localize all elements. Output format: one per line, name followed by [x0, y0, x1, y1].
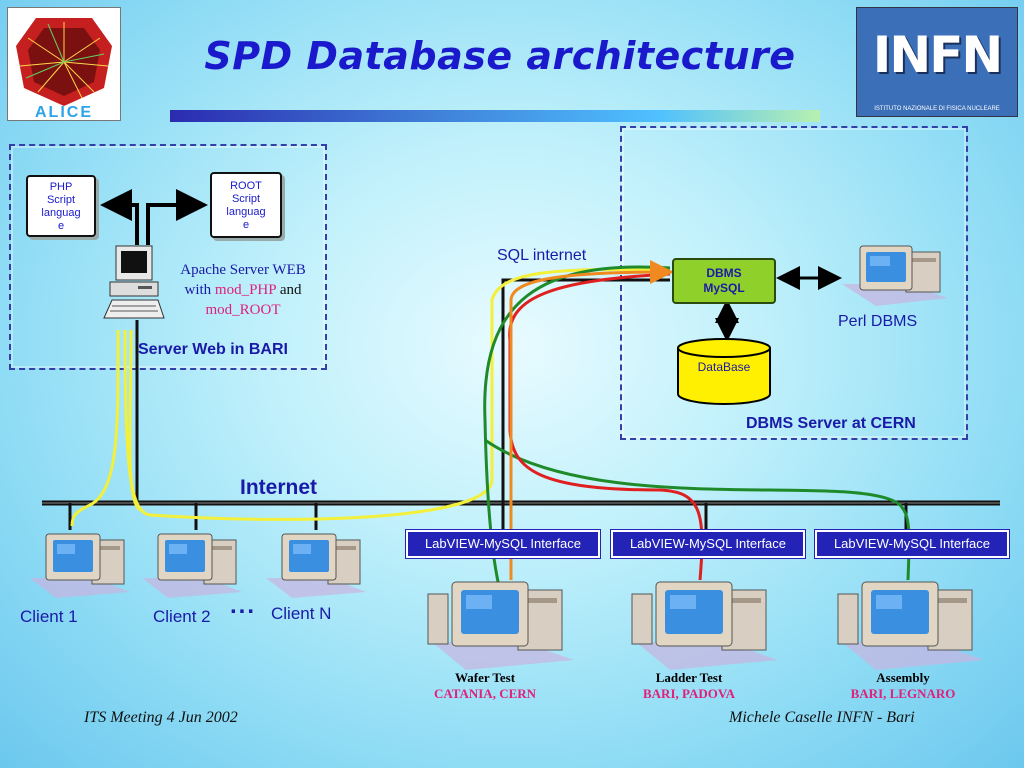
footer-meeting: ITS Meeting 4 Jun 2002: [84, 709, 238, 726]
infn-logo-subtext: ISTITUTO NAZIONALE DI FISICA NUCLEARE: [874, 106, 1000, 112]
database-label: DataBase: [697, 360, 751, 374]
client-2-computer-icon: [142, 533, 242, 598]
client-n-label: Client N: [271, 604, 332, 623]
red-flow: [508, 272, 704, 581]
client-1-computer-icon: [30, 533, 130, 598]
green-flow: [483, 265, 671, 611]
php-script-scroll: PHP Script languag e: [26, 175, 96, 237]
internet-label: Internet: [240, 476, 318, 499]
client-1-label: Client 1: [20, 607, 78, 626]
client-n-computer-icon: [266, 533, 366, 598]
root-script-scroll: ROOT Script languag e: [210, 172, 282, 238]
cern-server-group: [620, 126, 968, 440]
client-2-label: Client 2: [153, 607, 211, 626]
infn-logo: INFN ISTITUTO NAZIONALE DI FISICA NUCLEA…: [856, 7, 1018, 117]
apache-server-description: Apache Server WEB with mod_PHP and mod_R…: [180, 262, 306, 318]
page-title: SPD Database architecture: [204, 34, 796, 78]
title-underline-bar: [170, 110, 820, 122]
bari-server-group: [9, 144, 327, 370]
sql-internet-label: SQL internet: [497, 247, 587, 264]
dbms-mysql-box: DBMS MySQL: [672, 258, 776, 304]
labview-interface-ladder: LabVIEW-MySQL Interface: [611, 530, 805, 558]
assembly-computer-icon: [837, 581, 984, 670]
footer-author: Michele Caselle INFN - Bari: [729, 709, 915, 726]
ladder-test-computer-icon: [631, 581, 778, 670]
wafer-test-computer-icon: [427, 581, 574, 670]
infn-logo-text: INFN: [872, 26, 1003, 84]
alice-logo-text: ALICE: [35, 104, 93, 121]
bari-server-label: Server Web in BARI: [138, 341, 288, 358]
sql-internet-link: [501, 278, 670, 503]
client-ellipsis: ...: [230, 592, 257, 619]
labview-interface-wafer: LabVIEW-MySQL Interface: [406, 530, 600, 558]
labview-interface-assembly: LabVIEW-MySQL Interface: [815, 530, 1009, 558]
wafer-test-label: Wafer Test CATANIA, CERN: [433, 670, 537, 701]
perl-dbms-label: Perl DBMS: [838, 313, 918, 330]
ladder-test-label: Ladder Test BARI, PADOVA: [643, 670, 735, 701]
cern-server-label: DBMS Server at CERN: [746, 415, 916, 432]
bari-server-computer-icon: [103, 245, 165, 319]
orange-flow: [509, 260, 674, 580]
alice-logo: ALICE: [7, 7, 121, 121]
database-cylinder-icon: [677, 338, 771, 405]
assembly-label: Assembly BARI, LEGNARO: [850, 670, 956, 701]
perl-dbms-computer-icon: [842, 245, 948, 306]
